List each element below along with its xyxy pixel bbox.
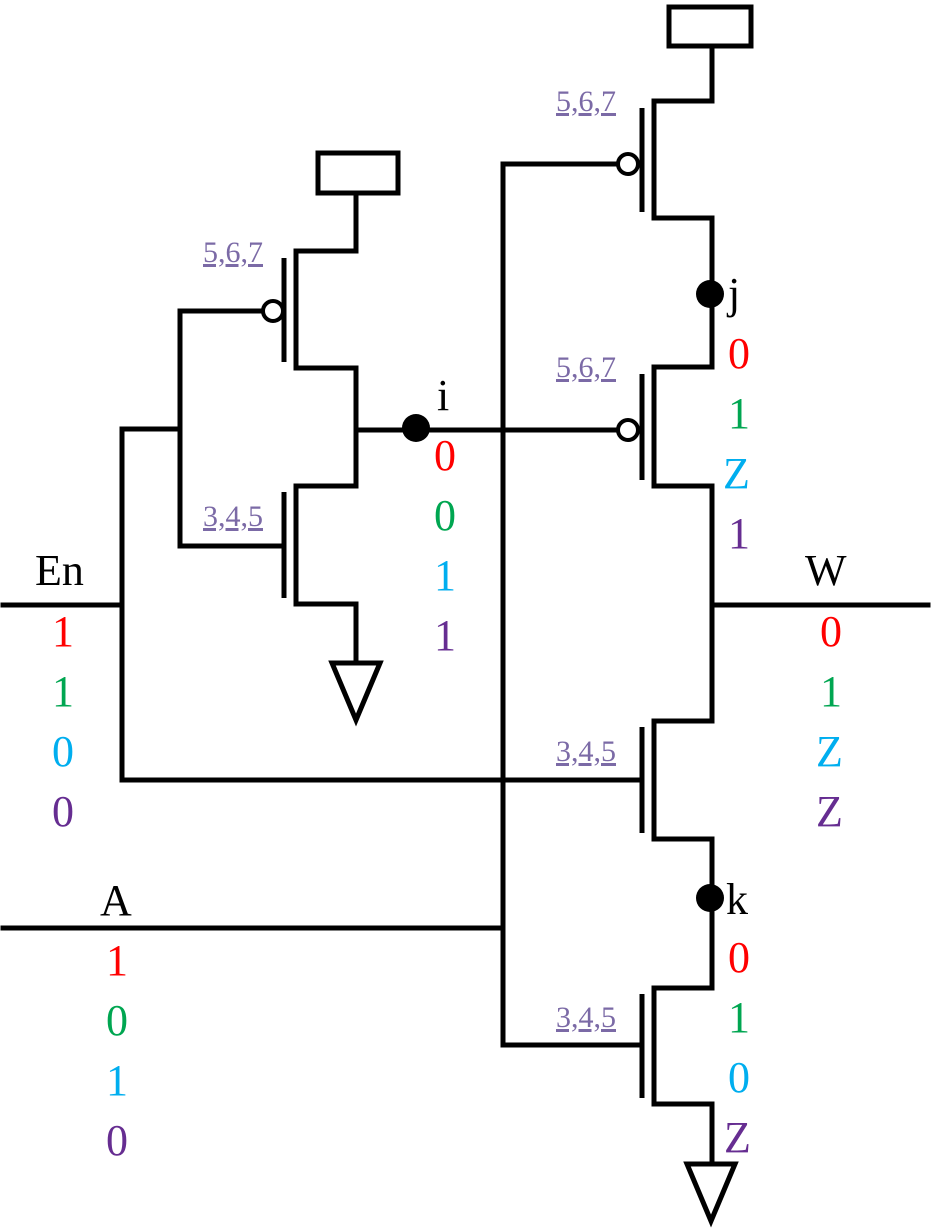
- node-i-value-4: 1: [434, 611, 456, 660]
- size-label-inverter-nmos: 3,4,5: [203, 500, 263, 533]
- size-label-inverter-pmos: 5,6,7: [203, 236, 263, 269]
- en-value-4: 0: [52, 787, 74, 836]
- node-j-value-2: 1: [728, 389, 750, 438]
- node-j-label: j: [726, 269, 740, 318]
- size-label-nmos-a: 3,4,5: [556, 1001, 616, 1034]
- node-i-values: 0 0 1 1: [434, 431, 456, 660]
- node-k-value-1: 0: [728, 933, 750, 982]
- a-value-3: 1: [106, 1056, 128, 1105]
- inverter-nmos-transistor: [281, 427, 359, 665]
- ground-inverter: [328, 660, 384, 727]
- node-k-value-2: 1: [728, 993, 750, 1042]
- w-values: 0 1 Z Z: [816, 607, 843, 836]
- inverter-pmos-bubble: [261, 299, 285, 323]
- a-value-4: 0: [106, 1116, 128, 1165]
- vdd-supply-inverter: [315, 150, 401, 196]
- a-value-1: 1: [106, 936, 128, 985]
- w-label: W: [805, 546, 847, 595]
- nmos-a-transistor: [639, 985, 715, 1165]
- node-k-values: 0 1 0 Z: [724, 933, 751, 1162]
- size-label-pmos-mid: 5,6,7: [556, 351, 616, 384]
- node-j-dot: [696, 280, 724, 308]
- inverter-pmos-transistor: [261, 190, 359, 433]
- node-i-value-1: 0: [434, 431, 456, 480]
- w-value-3: Z: [816, 727, 843, 776]
- en-values: 1 1 0 0: [52, 607, 74, 836]
- nmos-en-transistor: [639, 718, 715, 991]
- size-label-pmos-top: 5,6,7: [556, 85, 616, 118]
- node-i-value-2: 0: [434, 491, 456, 540]
- node-k-label: k: [726, 875, 748, 924]
- a-values: 1 0 1 0: [106, 936, 128, 1165]
- node-i-value-3: 1: [434, 551, 456, 600]
- ground-stack: [683, 1161, 739, 1228]
- node-j-value-1: 0: [728, 329, 750, 378]
- size-label-nmos-en: 3,4,5: [556, 735, 616, 768]
- vdd-supply-stack: [666, 4, 754, 49]
- a-value-2: 0: [106, 996, 128, 1045]
- pmos-top-bubble: [616, 152, 640, 176]
- w-value-4: Z: [816, 787, 843, 836]
- a-label: A: [100, 876, 132, 925]
- en-label: En: [35, 546, 84, 595]
- node-k-value-3: 0: [728, 1053, 750, 1102]
- pmos-mid-transistor: [616, 364, 715, 724]
- w-value-2: 1: [820, 667, 842, 716]
- node-i-label: i: [437, 371, 449, 420]
- node-k-value-4: Z: [724, 1113, 751, 1162]
- en-value-1: 1: [52, 607, 74, 656]
- node-i-dot: [402, 414, 430, 442]
- pmos-top-transistor: [616, 43, 715, 370]
- node-k-dot: [696, 884, 724, 912]
- node-j-values: 0 1 Z 1: [723, 329, 750, 558]
- pmos-mid-bubble: [616, 418, 640, 442]
- en-value-3: 0: [52, 727, 74, 776]
- node-j-value-4: 1: [728, 509, 750, 558]
- en-value-2: 1: [52, 667, 74, 716]
- w-value-1: 0: [820, 607, 842, 656]
- node-j-value-3: Z: [723, 449, 750, 498]
